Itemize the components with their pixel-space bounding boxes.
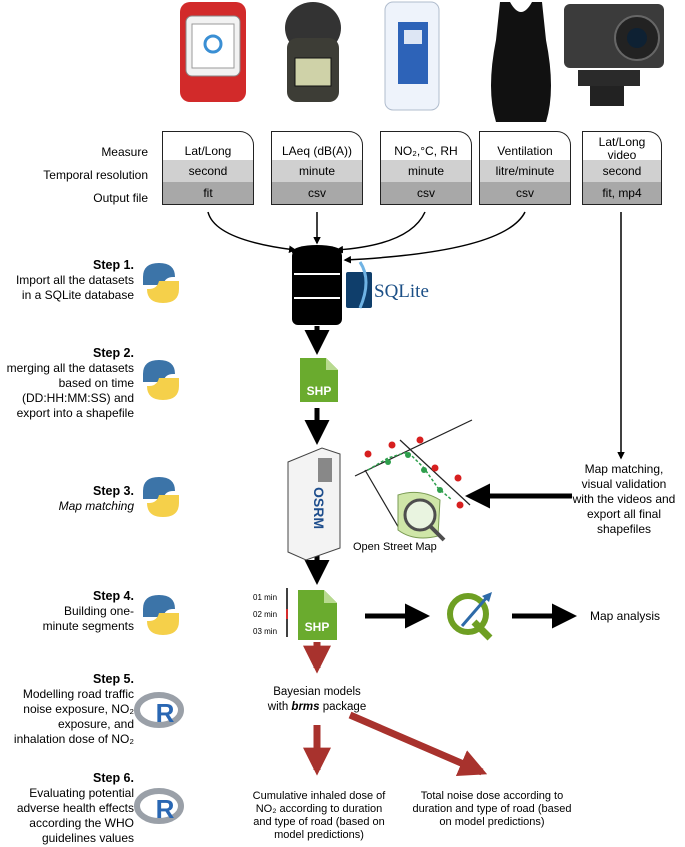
noise-dose-label: Total noise dose according to duration a… (412, 790, 572, 828)
step-title: Step 3. (93, 484, 134, 498)
minute-tick-2: 02 min (253, 610, 278, 619)
step-title: Step 5. (93, 672, 134, 686)
measure-cell: Lat/Long video (582, 131, 662, 162)
shapefile-segments-icon: SHP (298, 590, 337, 640)
step-1: Step 1. Import all the datasets in a SQL… (14, 258, 134, 303)
import-arrows (207, 211, 625, 460)
svg-text:R: R (156, 794, 175, 824)
map-analysis-label: Map analysis (590, 609, 661, 623)
measure-cell: LAeq (dB(A)) (271, 131, 363, 160)
svg-text:R: R (156, 698, 175, 728)
sqlite-label: SQLite (374, 281, 429, 302)
temporal-cell: second (162, 160, 254, 182)
step-text: Import all the datasets in a SQLite data… (15, 273, 134, 302)
shp-label-2: SHP (305, 620, 330, 634)
step-3: Step 3. Map matching (14, 484, 134, 514)
minute-tick-1: 01 min (253, 593, 278, 602)
bayes-line1: Bayesian models (273, 686, 361, 698)
python-icon (143, 360, 179, 400)
minute-tick-3: 03 min (253, 627, 278, 636)
output-cell: csv (479, 182, 571, 205)
shp-label: SHP (307, 384, 332, 398)
map-matching-illustration (354, 419, 473, 531)
air-sensor-icon (384, 1, 440, 111)
shapefile-icon: SHP (300, 358, 338, 402)
bayes-package: package (322, 701, 367, 713)
device-table-ventilation: Ventilation litre/minute csv (479, 131, 571, 205)
camera-icon (564, 4, 664, 106)
shirt-icon (491, 2, 551, 122)
output-cell: csv (271, 182, 363, 205)
r-icon: R (134, 788, 184, 824)
step-5: Step 5. Modelling road traffic noise exp… (4, 672, 134, 747)
temporal-cell: second (582, 160, 662, 182)
osrm-icon: OSRM (287, 447, 341, 561)
step-text: Evaluating potential adverse health effe… (16, 786, 134, 845)
step-title: Step 1. (93, 258, 134, 272)
step-text: Building one-minute segments (42, 604, 134, 633)
measure-cell: Ventilation (479, 131, 571, 160)
step-title: Step 2. (93, 346, 134, 360)
osm-label: Open Street Map (353, 541, 437, 553)
row-label-output: Output file (93, 191, 148, 205)
temporal-cell: litre/minute (479, 160, 571, 182)
qgis-icon (447, 592, 493, 641)
output-cell: fit, mp4 (582, 182, 662, 205)
row-label-temporal: Temporal resolution (43, 168, 148, 182)
step-title: Step 6. (93, 771, 134, 785)
sqlite-logo-icon (346, 261, 372, 309)
python-icon (143, 477, 179, 517)
r-icon: R (134, 692, 184, 728)
device-table-camera: Lat/Long video second fit, mp4 (582, 131, 662, 205)
temporal-cell: minute (380, 160, 472, 182)
svg-text:OSRM: OSRM (311, 487, 327, 529)
step-text: Modelling road traffic noise exposure, N… (13, 687, 134, 746)
python-icon (143, 595, 179, 635)
device-table-air: NO₂,°C, RH minute csv (380, 131, 472, 205)
python-icon (143, 263, 179, 303)
device-table-noise: LAeq (dB(A)) minute csv (271, 131, 363, 205)
step-6: Step 6. Evaluating potential adverse hea… (4, 771, 134, 846)
step-4: Step 4. Building one-minute segments (34, 589, 134, 634)
bayes-package-name: brms (291, 701, 320, 713)
map-matching-note: Map matching, visual validation with the… (572, 462, 676, 536)
osm-magnifier-icon (397, 491, 446, 542)
measure-cell: Lat/Long (162, 131, 254, 160)
step-2: Step 2. merging all the datasets based o… (6, 346, 134, 421)
no2-dose-label: Cumulative inhaled dose of NO₂ according… (252, 790, 386, 841)
step-text: merging all the datasets based on time (… (6, 361, 134, 420)
model-flow-arrows (303, 642, 488, 776)
step-title: Step 4. (93, 589, 134, 603)
sound-meter-icon (285, 2, 341, 102)
measure-cell: NO₂,°C, RH (380, 131, 472, 160)
watch-icon (180, 2, 246, 102)
temporal-cell: minute (271, 160, 363, 182)
database-icon (292, 245, 342, 325)
device-table-watch: Lat/Long second fit (162, 131, 254, 205)
step-text: Map matching (58, 499, 134, 513)
main-flow-arrows (304, 326, 577, 629)
bayes-with: with (267, 701, 289, 713)
bayesian-models-label: Bayesian models with brms package (258, 685, 376, 715)
output-cell: csv (380, 182, 472, 205)
output-cell: fit (162, 182, 254, 205)
row-label-measure: Measure (101, 145, 148, 159)
